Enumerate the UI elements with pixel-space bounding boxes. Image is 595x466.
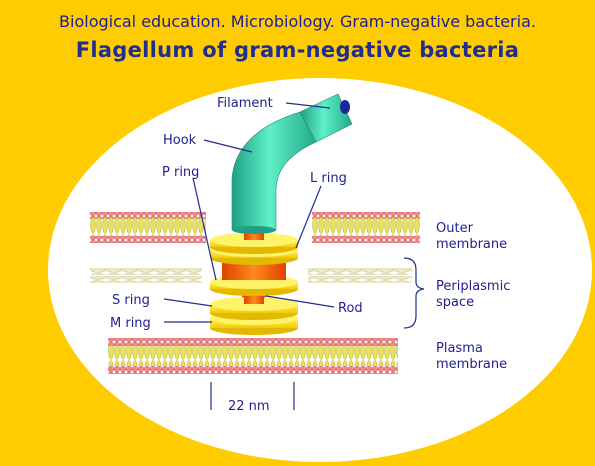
label-periplasmic-2: space <box>436 295 474 310</box>
label-rod: Rod <box>338 301 363 316</box>
label-plasma-membrane-2: membrane <box>436 357 507 372</box>
label-periplasmic-1: Periplasmic <box>436 279 510 294</box>
label-filament: Filament <box>217 96 273 111</box>
scale-bar <box>210 382 295 410</box>
p-ring-lower-disc <box>210 275 298 296</box>
filament-tip <box>340 100 350 114</box>
page-title: Flagellum of gram-negative bacteria <box>75 38 520 62</box>
periplasm-left <box>90 268 202 283</box>
label-s-ring: S ring <box>112 293 150 308</box>
label-outer-membrane-1: Outer <box>436 221 474 236</box>
label-outer-membrane-2: membrane <box>436 237 507 252</box>
outer-membrane-left <box>90 212 206 243</box>
plasma-membrane <box>108 338 398 374</box>
leader-lines <box>163 102 335 323</box>
outer-membrane-right <box>312 212 420 243</box>
l-ring <box>210 233 298 254</box>
label-l-ring: L ring <box>310 171 347 186</box>
label-plasma-membrane-1: Plasma <box>436 341 483 356</box>
page-subtitle: Biological education. Microbiology. Gram… <box>59 12 536 31</box>
label-hook: Hook <box>163 133 197 148</box>
label-scale: 22 nm <box>228 399 270 414</box>
periplasm-right <box>308 268 412 283</box>
label-p-ring: P ring <box>162 165 199 180</box>
label-m-ring: M ring <box>110 316 151 331</box>
periplasm-bracket <box>403 257 425 329</box>
